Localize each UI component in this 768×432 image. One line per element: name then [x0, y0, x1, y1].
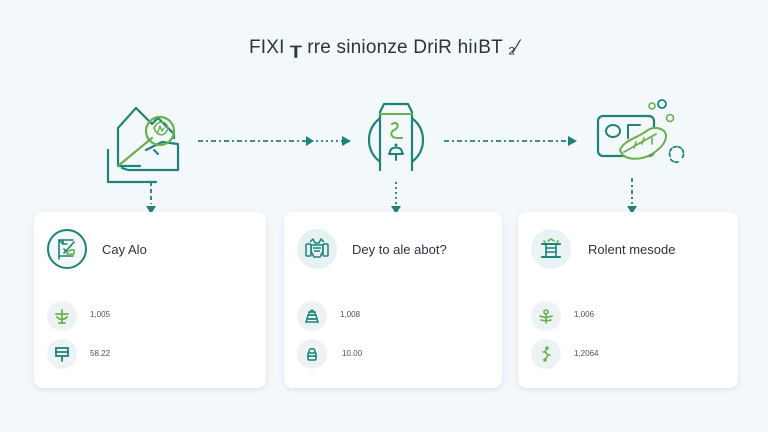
signpost-icon — [47, 339, 77, 369]
lock-icon — [297, 339, 327, 369]
row-value: 1,2064 — [574, 349, 599, 358]
sprout-icon — [531, 301, 561, 331]
row-value: 58.22 — [90, 349, 111, 358]
step-card-2: Dey to ale abot? 1,008 10.00 — [284, 212, 502, 388]
row-value: 1,005 — [90, 310, 111, 319]
arrow-right-1 — [196, 134, 354, 146]
row-value: 1,006 — [574, 310, 595, 319]
arrow-down-2 — [391, 182, 401, 216]
plant-scale-icon — [47, 301, 77, 331]
row-value: 10.00 — [342, 349, 363, 358]
arrow-right-2 — [442, 134, 582, 146]
card-title: Cay Alo — [102, 242, 147, 257]
card-title: Dey to ale abot? — [352, 242, 447, 257]
house-magnifier-icon — [100, 98, 190, 188]
card-title: Rolent mesode — [588, 242, 676, 257]
machine-icon — [297, 229, 337, 269]
step-card-1: Cay Alo 1,005 58.22 — [34, 212, 266, 388]
arrow-down-3 — [627, 178, 637, 216]
branch-icon — [531, 339, 561, 369]
gate-icon — [531, 229, 571, 269]
cake-stack-icon — [297, 301, 327, 331]
jar-bell-icon — [364, 100, 428, 174]
page-title: FIXI ┰ rre sinionze DriR hiıBT ₂⁄ — [248, 37, 520, 58]
document-edit-icon — [47, 229, 87, 269]
row-value: 1,008 — [340, 310, 361, 319]
arrow-down-1 — [146, 182, 156, 216]
screen-leaf-icon — [594, 98, 690, 174]
step-card-3: Rolent mesode 1,006 1,2064 — [518, 212, 738, 388]
